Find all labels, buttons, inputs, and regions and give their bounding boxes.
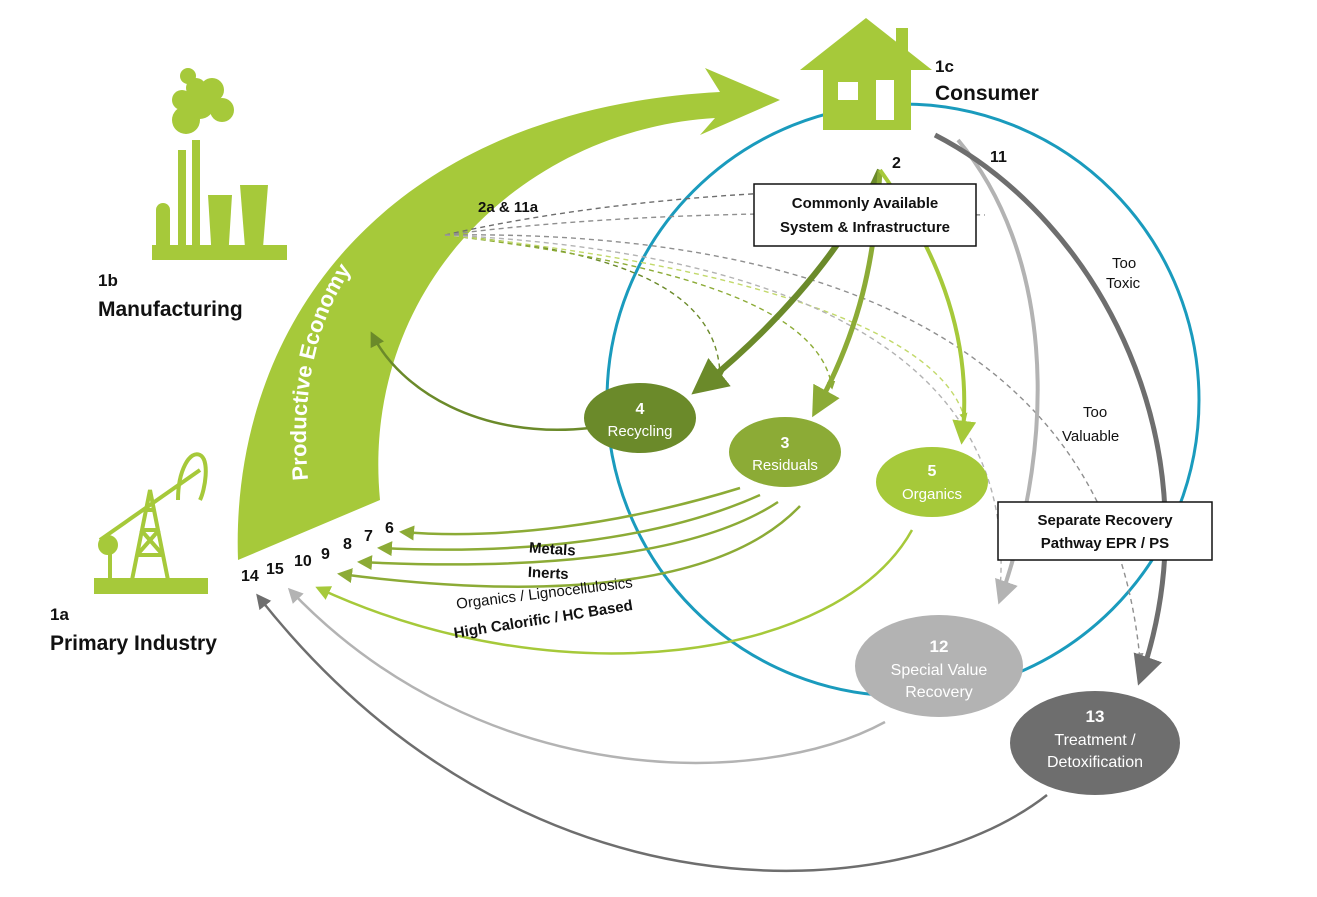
too-valuable-label-1: Too	[1083, 404, 1107, 421]
node-organics-label: Organics	[902, 486, 962, 503]
productive-economy-arrow: Productive Economy	[237, 68, 780, 560]
node-treatment-detoxification: 13 Treatment / Detoxification	[1010, 691, 1180, 795]
stream-inerts-label: Inerts	[527, 564, 569, 583]
return-number-6: 6	[385, 520, 394, 537]
node-treatment-label-2: Detoxification	[1047, 754, 1143, 771]
node-special-number: 12	[930, 637, 949, 656]
node-treatment-label-1: Treatment /	[1054, 732, 1136, 749]
oil-pump-icon	[94, 452, 208, 594]
node-residuals: 3 Residuals	[729, 417, 841, 487]
infrastructure-box: Commonly Available System & Infrastructu…	[753, 183, 977, 247]
node-organics-number: 5	[928, 463, 937, 480]
separate-recovery-box: Separate Recovery Pathway EPR / PS	[997, 501, 1213, 561]
node-recycling-number: 4	[636, 401, 645, 418]
primary-industry-label: Primary Industry	[50, 632, 217, 655]
factory-icon	[152, 68, 287, 260]
return-numbers: 14 15 10 9 8 7 6	[241, 520, 394, 585]
stream-metals-label: Metals	[528, 539, 576, 559]
node-recycling: 4 Recycling	[584, 383, 696, 453]
flow-11-label: 11	[990, 149, 1007, 166]
primary-industry-code: 1a	[50, 605, 69, 624]
recycling-to-manufacturing-arrow	[370, 331, 591, 432]
separate-recovery-line-2: Pathway EPR / PS	[1041, 535, 1169, 552]
return-stream-arrows	[256, 486, 1048, 873]
node-residuals-number: 3	[781, 435, 790, 452]
return-number-9: 9	[321, 546, 330, 563]
node-special-label-2: Recovery	[905, 684, 973, 701]
node-residuals-label: Residuals	[752, 457, 818, 474]
node-organics: 5 Organics	[876, 447, 988, 517]
house-icon	[800, 18, 932, 130]
node-recycling-label: Recycling	[607, 423, 672, 440]
return-number-8: 8	[343, 536, 352, 553]
consumer-code: 1c	[935, 57, 954, 76]
infrastructure-box-line-2: System & Infrastructure	[780, 219, 950, 236]
return-number-10: 10	[294, 553, 312, 570]
node-special-label-1: Special Value	[891, 662, 988, 679]
too-toxic-label-1: Too	[1112, 255, 1136, 272]
dashed-flows	[444, 189, 1144, 662]
return-number-14: 14	[241, 568, 259, 585]
consumer-label: Consumer	[935, 82, 1039, 105]
node-special-value-recovery: 12 Special Value Recovery	[855, 615, 1023, 717]
return-number-7: 7	[364, 528, 373, 545]
too-toxic-label-2: Toxic	[1106, 275, 1141, 292]
return-number-15: 15	[266, 561, 284, 578]
separate-recovery-line-1: Separate Recovery	[1037, 512, 1173, 529]
manufacturing-label: Manufacturing	[98, 298, 243, 321]
manufacturing-code: 1b	[98, 271, 118, 290]
too-valuable-label-2: Valuable	[1062, 428, 1119, 445]
flow-2a-11a-label: 2a & 11a	[478, 199, 539, 216]
node-treatment-number: 13	[1086, 707, 1105, 726]
flow-2-label: 2	[892, 155, 901, 172]
infrastructure-box-line-1: Commonly Available	[792, 195, 938, 212]
